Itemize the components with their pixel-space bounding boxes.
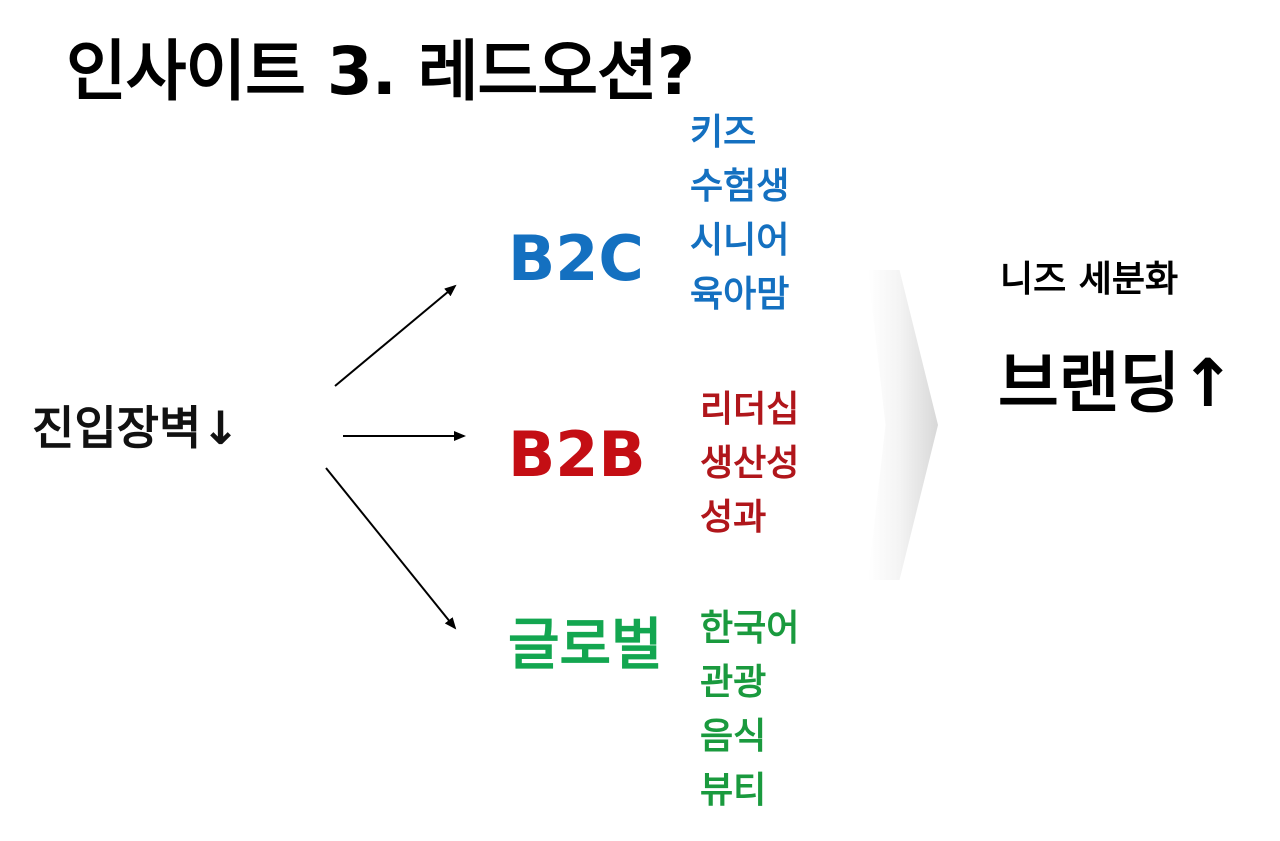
list-item: 관광 <box>700 662 767 703</box>
list-item: 육아맘 <box>690 274 790 315</box>
list-item: 음식 <box>700 716 767 757</box>
list-item: 시니어 <box>690 220 790 261</box>
list-item: 생산성 <box>700 443 800 484</box>
list-item: 뷰티 <box>700 770 767 811</box>
branch-global-label: 글로벌 <box>508 613 663 678</box>
branch-b2b-label: B2B <box>508 418 646 491</box>
root-node-entry-barrier: 진입장벽↓ <box>32 401 240 455</box>
branch-b2c-label: B2C <box>508 222 644 295</box>
list-item: 리더십 <box>700 389 800 430</box>
b2b-segment-list: 리더십 생산성 성과 <box>700 383 799 545</box>
outcome-subtitle: 니즈 세분화 <box>1000 259 1179 300</box>
global-segment-list: 한국어 관광 음식 뷰티 <box>700 602 799 818</box>
list-item: 성과 <box>700 497 767 538</box>
outcome-main: 브랜딩↑ <box>998 345 1236 422</box>
list-item: 한국어 <box>700 608 800 649</box>
arrow-up-right-icon <box>334 284 457 387</box>
arrow-down-right-icon <box>325 467 457 630</box>
list-item: 수험생 <box>690 166 790 207</box>
b2c-segment-list: 키즈 수험생 시니어 육아맘 <box>690 106 789 322</box>
list-item: 키즈 <box>690 112 757 153</box>
page-title: 인사이트 3. 레드오션? <box>66 33 695 110</box>
